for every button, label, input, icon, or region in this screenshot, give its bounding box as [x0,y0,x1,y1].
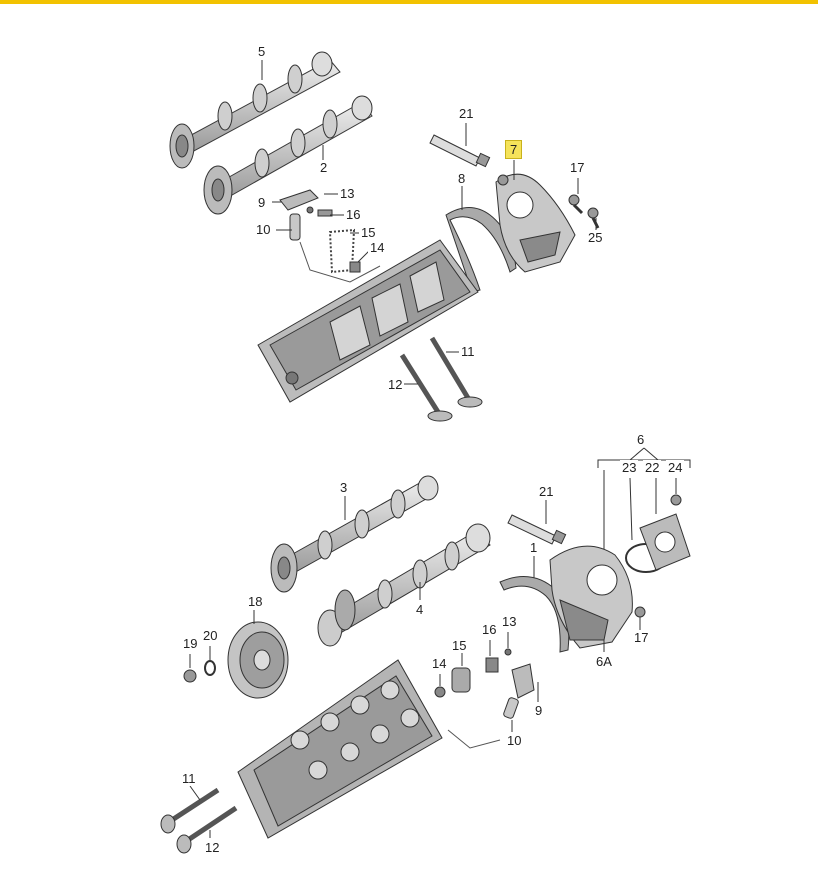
callout-20: 20 [201,628,220,643]
callout-3: 3 [338,480,350,495]
valve-train-small-parts-upper [272,189,381,283]
timing-cover-gasket-lower [499,576,570,653]
bolts-upper [568,178,600,232]
top-accent-bar [0,0,818,4]
callout-11-lower: 11 [180,771,198,786]
callout-9-upper: 9 [256,195,268,210]
callout-9-lower: 9 [533,703,545,718]
callout-18: 18 [246,594,265,609]
callout-10-upper: 10 [254,222,273,237]
callout-16-upper: 16 [344,207,363,222]
timing-cover-upper [495,173,576,273]
callout-19: 19 [181,636,200,651]
camshaft-upper-exhaust [169,51,341,169]
callout-12-upper: 12 [386,377,405,392]
timing-cover-lower [549,545,633,649]
callout-11-upper: 11 [459,344,477,359]
callout-7-highlighted: 7 [505,140,523,159]
callout-13-upper: 13 [338,186,357,201]
callout-8: 8 [456,171,468,186]
bolt-and-washer [183,646,216,683]
callout-24: 24 [666,460,685,475]
valve-train-small-parts-lower [434,632,539,749]
camshaft-upper-intake [203,95,373,215]
callout-21-lower: 21 [537,484,556,499]
callout-6a: 6A [594,654,614,669]
callout-2: 2 [318,160,330,175]
callout-21-upper: 21 [457,106,476,121]
callout-15-lower: 15 [450,638,469,653]
camshaft-lower-intake [317,523,491,647]
callout-14-lower: 14 [430,656,449,671]
callout-5: 5 [256,44,268,59]
camshaft-lower-exhaust [270,475,439,593]
camshaft-sprocket [227,621,289,699]
callout-16-lower: 16 [480,622,499,637]
callout-14-upper: 14 [368,240,387,255]
sealant-tube-lower [507,514,567,545]
seal-ring-and-flange [625,477,691,630]
valves-lower [160,785,238,854]
sealant-tube-upper [429,134,491,168]
callout-12-lower: 12 [203,840,222,855]
callout-17-lower: 17 [632,630,651,645]
callout-6: 6 [635,432,647,447]
callout-10-lower: 10 [505,733,524,748]
cylinder-head-upper [257,239,479,403]
cylinder-head-lower [237,659,443,839]
valves-upper [399,336,483,422]
callout-17-upper: 17 [568,160,587,175]
callout-25: 25 [586,230,605,245]
callout-4: 4 [414,602,426,617]
callout-15-upper: 15 [359,225,378,240]
callout-22: 22 [643,460,662,475]
callout-23: 23 [620,460,639,475]
callout-1: 1 [528,540,540,555]
callout-13-lower: 13 [500,614,519,629]
